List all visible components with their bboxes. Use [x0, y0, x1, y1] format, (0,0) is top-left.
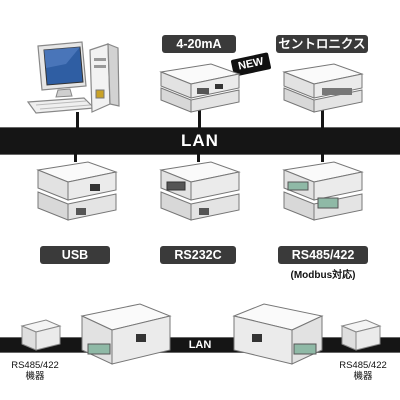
line-centronics — [321, 110, 324, 128]
rs485-device-icon — [20, 319, 62, 351]
converter-box-icon — [282, 161, 364, 221]
product-label-rs232c: RS232C — [160, 246, 236, 264]
converter-box-icon — [159, 63, 241, 113]
lan-bar-top: LAN — [0, 127, 400, 155]
converter-box-icon — [159, 161, 241, 221]
line-rs232c — [197, 152, 200, 162]
rs485-device-icon — [340, 319, 382, 351]
modbus-sublabel: (Modbus対応) — [290, 270, 356, 281]
line-pc — [76, 112, 79, 128]
product-label-4-20ma: 4-20mA — [162, 35, 236, 53]
converter-box-icon — [232, 303, 324, 365]
lan-label-bottom: LAN — [182, 339, 218, 351]
line-usb — [74, 152, 77, 162]
product-label-rs485: RS485/422 — [278, 246, 368, 264]
converter-box-icon — [80, 303, 172, 365]
converter-box-icon — [282, 63, 364, 113]
converter-box-icon — [36, 161, 118, 221]
product-label-usb: USB — [40, 246, 110, 264]
product-label-centronics: セントロニクス — [276, 35, 368, 53]
line-rs485 — [321, 152, 324, 162]
line-420ma — [198, 110, 201, 128]
rs485-device-label-right: RS485/422 機器 — [339, 360, 387, 382]
rs485-device-label-left: RS485/422 機器 — [11, 360, 59, 382]
desktop-pc-icon — [26, 41, 120, 114]
lan-label-top: LAN — [181, 131, 219, 150]
